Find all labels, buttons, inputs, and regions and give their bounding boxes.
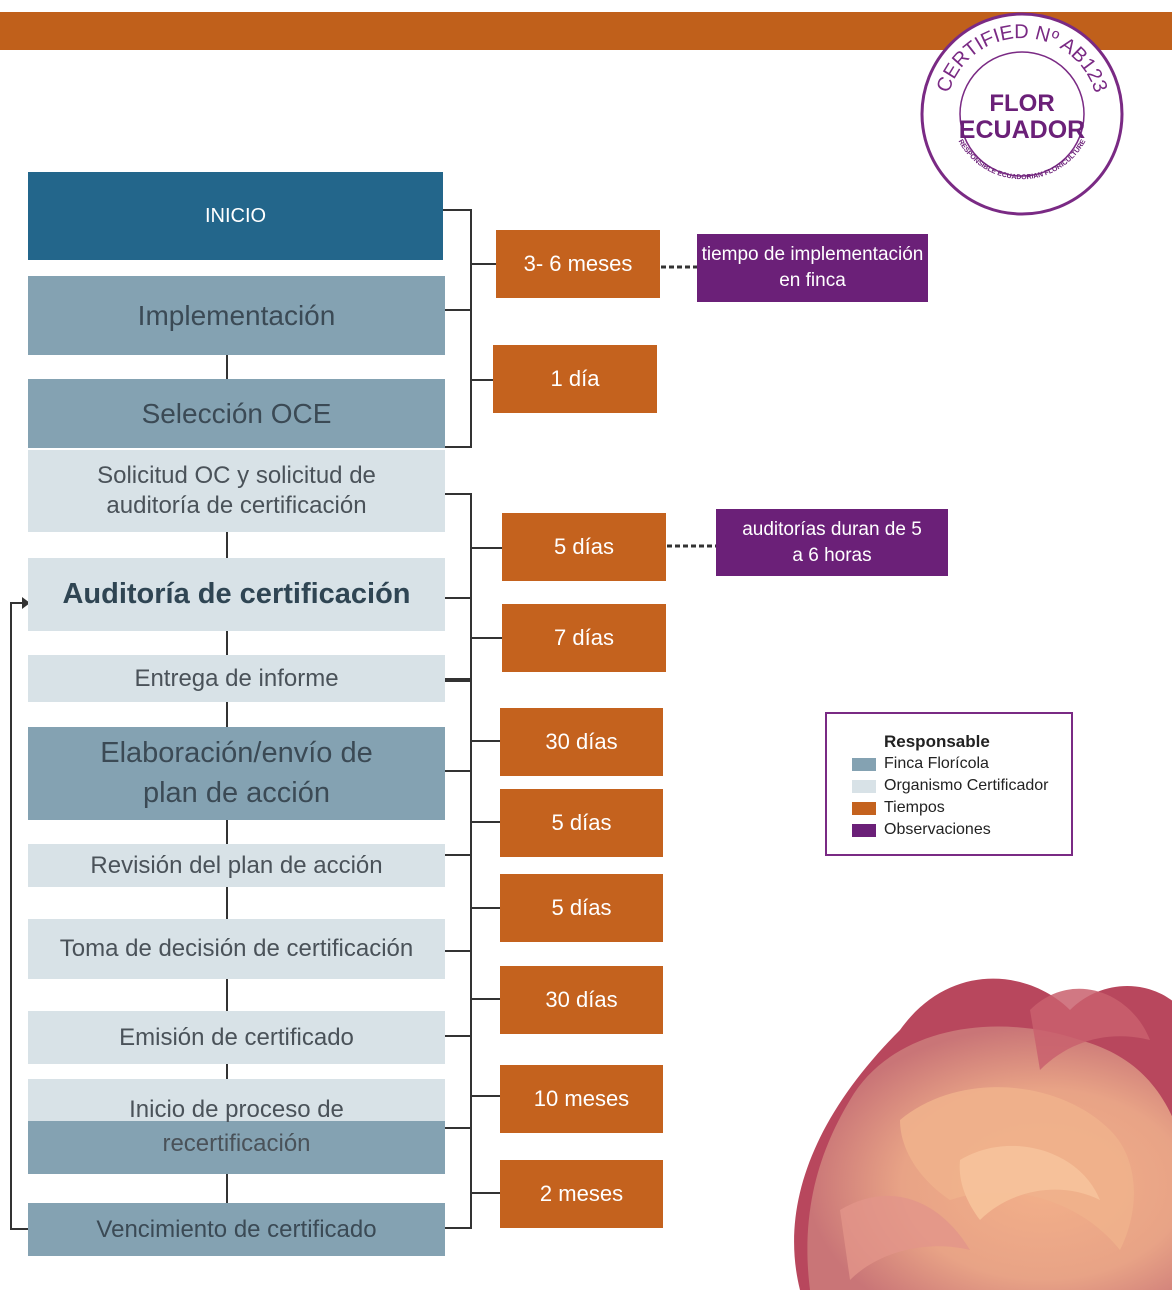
connector <box>226 532 228 558</box>
legend-item-label: Tiempos <box>884 799 945 816</box>
arrow-right-icon <box>22 597 30 609</box>
connector <box>226 979 228 1011</box>
step-inicio: INICIO <box>28 172 443 260</box>
step-solicitud-line2: auditoría de certificación <box>106 492 367 519</box>
step-vencimiento: Vencimiento de certificado <box>28 1203 445 1256</box>
step-solicitud-line1: Solicitud OC y solicitud de <box>97 462 376 489</box>
step-emision-certificado: Emisión de certificado <box>28 1011 445 1064</box>
legend-swatch <box>852 779 876 793</box>
seal-brand-line1: FLOR <box>989 90 1054 117</box>
legend-item: Finca Florícola <box>852 754 989 774</box>
legend-item: Observaciones <box>852 820 991 840</box>
time-box: 7 días <box>502 604 666 672</box>
time-box: 30 días <box>500 708 663 776</box>
certified-seal: CERTIFIED Nº AB123 FLOR ECUADOR RESPONSI… <box>920 12 1124 216</box>
time-box: 30 días <box>500 966 663 1034</box>
step-inicio-label: INICIO <box>204 204 267 227</box>
loop-line <box>10 602 26 604</box>
legend-swatch <box>852 757 876 771</box>
connector <box>226 1174 228 1203</box>
connector <box>226 702 228 727</box>
time-box: 1 día <box>493 345 657 413</box>
step-solicitud: Solicitud OC y solicitud de auditoría de… <box>28 450 445 532</box>
bracket-connectors <box>443 209 716 1229</box>
observation-line: en finca <box>779 270 846 291</box>
connector <box>226 820 228 844</box>
legend-item: Organismo Certificador <box>852 776 1049 796</box>
step-implementacion-label: Implementación <box>137 300 336 331</box>
loop-line <box>10 1228 28 1230</box>
step-toma-decision: Toma de decisión de certificación <box>28 919 445 979</box>
time-box: 10 meses <box>500 1065 663 1133</box>
step-elaboracion-line2: plan de acción <box>142 776 330 809</box>
step-revision-plan: Revisión del plan de acción <box>28 844 445 887</box>
legend-item-label: Observaciones <box>884 821 991 838</box>
legend: Responsable Finca Florícola Organismo Ce… <box>825 712 1073 856</box>
connector <box>226 631 228 655</box>
step-recert-line1: Inicio de proceso de <box>129 1096 344 1123</box>
time-box: 3- 6 meses <box>496 230 660 298</box>
legend-item: Tiempos <box>852 798 945 818</box>
legend-item-label: Finca Florícola <box>884 755 989 772</box>
step-seleccion-label: Selección OCE <box>141 398 332 429</box>
step-toma-label: Toma de decisión de certificación <box>59 935 414 962</box>
observation-line: a 6 horas <box>792 544 872 566</box>
time-box: 5 días <box>500 874 663 942</box>
step-implementacion: Implementación <box>28 276 445 355</box>
step-recert-line2: recertificación <box>162 1129 311 1157</box>
step-entrega-informe: Entrega de informe <box>28 655 445 702</box>
step-inicio-recertificacion: Inicio de proceso de recertificación <box>28 1079 445 1174</box>
legend-title: Responsable <box>884 732 990 751</box>
seal-brand-line2: ECUADOR <box>959 116 1085 144</box>
observation-line: tiempo de implementación <box>701 244 924 266</box>
legend-item-label: Organismo Certificador <box>884 777 1049 794</box>
step-entrega-label: Entrega de informe <box>134 664 339 692</box>
step-revision-label: Revisión del plan de acción <box>90 851 383 879</box>
rose-image <box>794 978 1172 1290</box>
step-elaboracion-plan: Elaboración/envío de plan de acción <box>28 727 445 820</box>
legend-swatch <box>852 823 876 837</box>
step-auditoria-label: Auditoría de certificación <box>62 578 411 611</box>
legend-swatch <box>852 801 876 815</box>
time-box: 2 meses <box>500 1160 663 1228</box>
connector <box>226 1064 228 1079</box>
step-emision-label: Emisión de certificado <box>119 1023 354 1051</box>
observation-box: tiempo de implementación en finca <box>697 234 928 302</box>
step-seleccion-oce: Selección OCE <box>28 379 445 448</box>
step-elaboracion-line1: Elaboración/envío de <box>100 737 373 770</box>
step-auditoria: Auditoría de certificación <box>28 558 445 631</box>
connector <box>226 887 228 919</box>
connector <box>226 355 228 379</box>
time-box: 5 días <box>502 513 666 581</box>
loop-line <box>10 602 12 1229</box>
time-box: 5 días <box>500 789 663 857</box>
observation-box: auditorías duran de 5 a 6 horas <box>716 509 948 576</box>
observation-line: auditorías duran de 5 <box>742 518 922 540</box>
step-vencimiento-label: Vencimiento de certificado <box>96 1215 377 1243</box>
